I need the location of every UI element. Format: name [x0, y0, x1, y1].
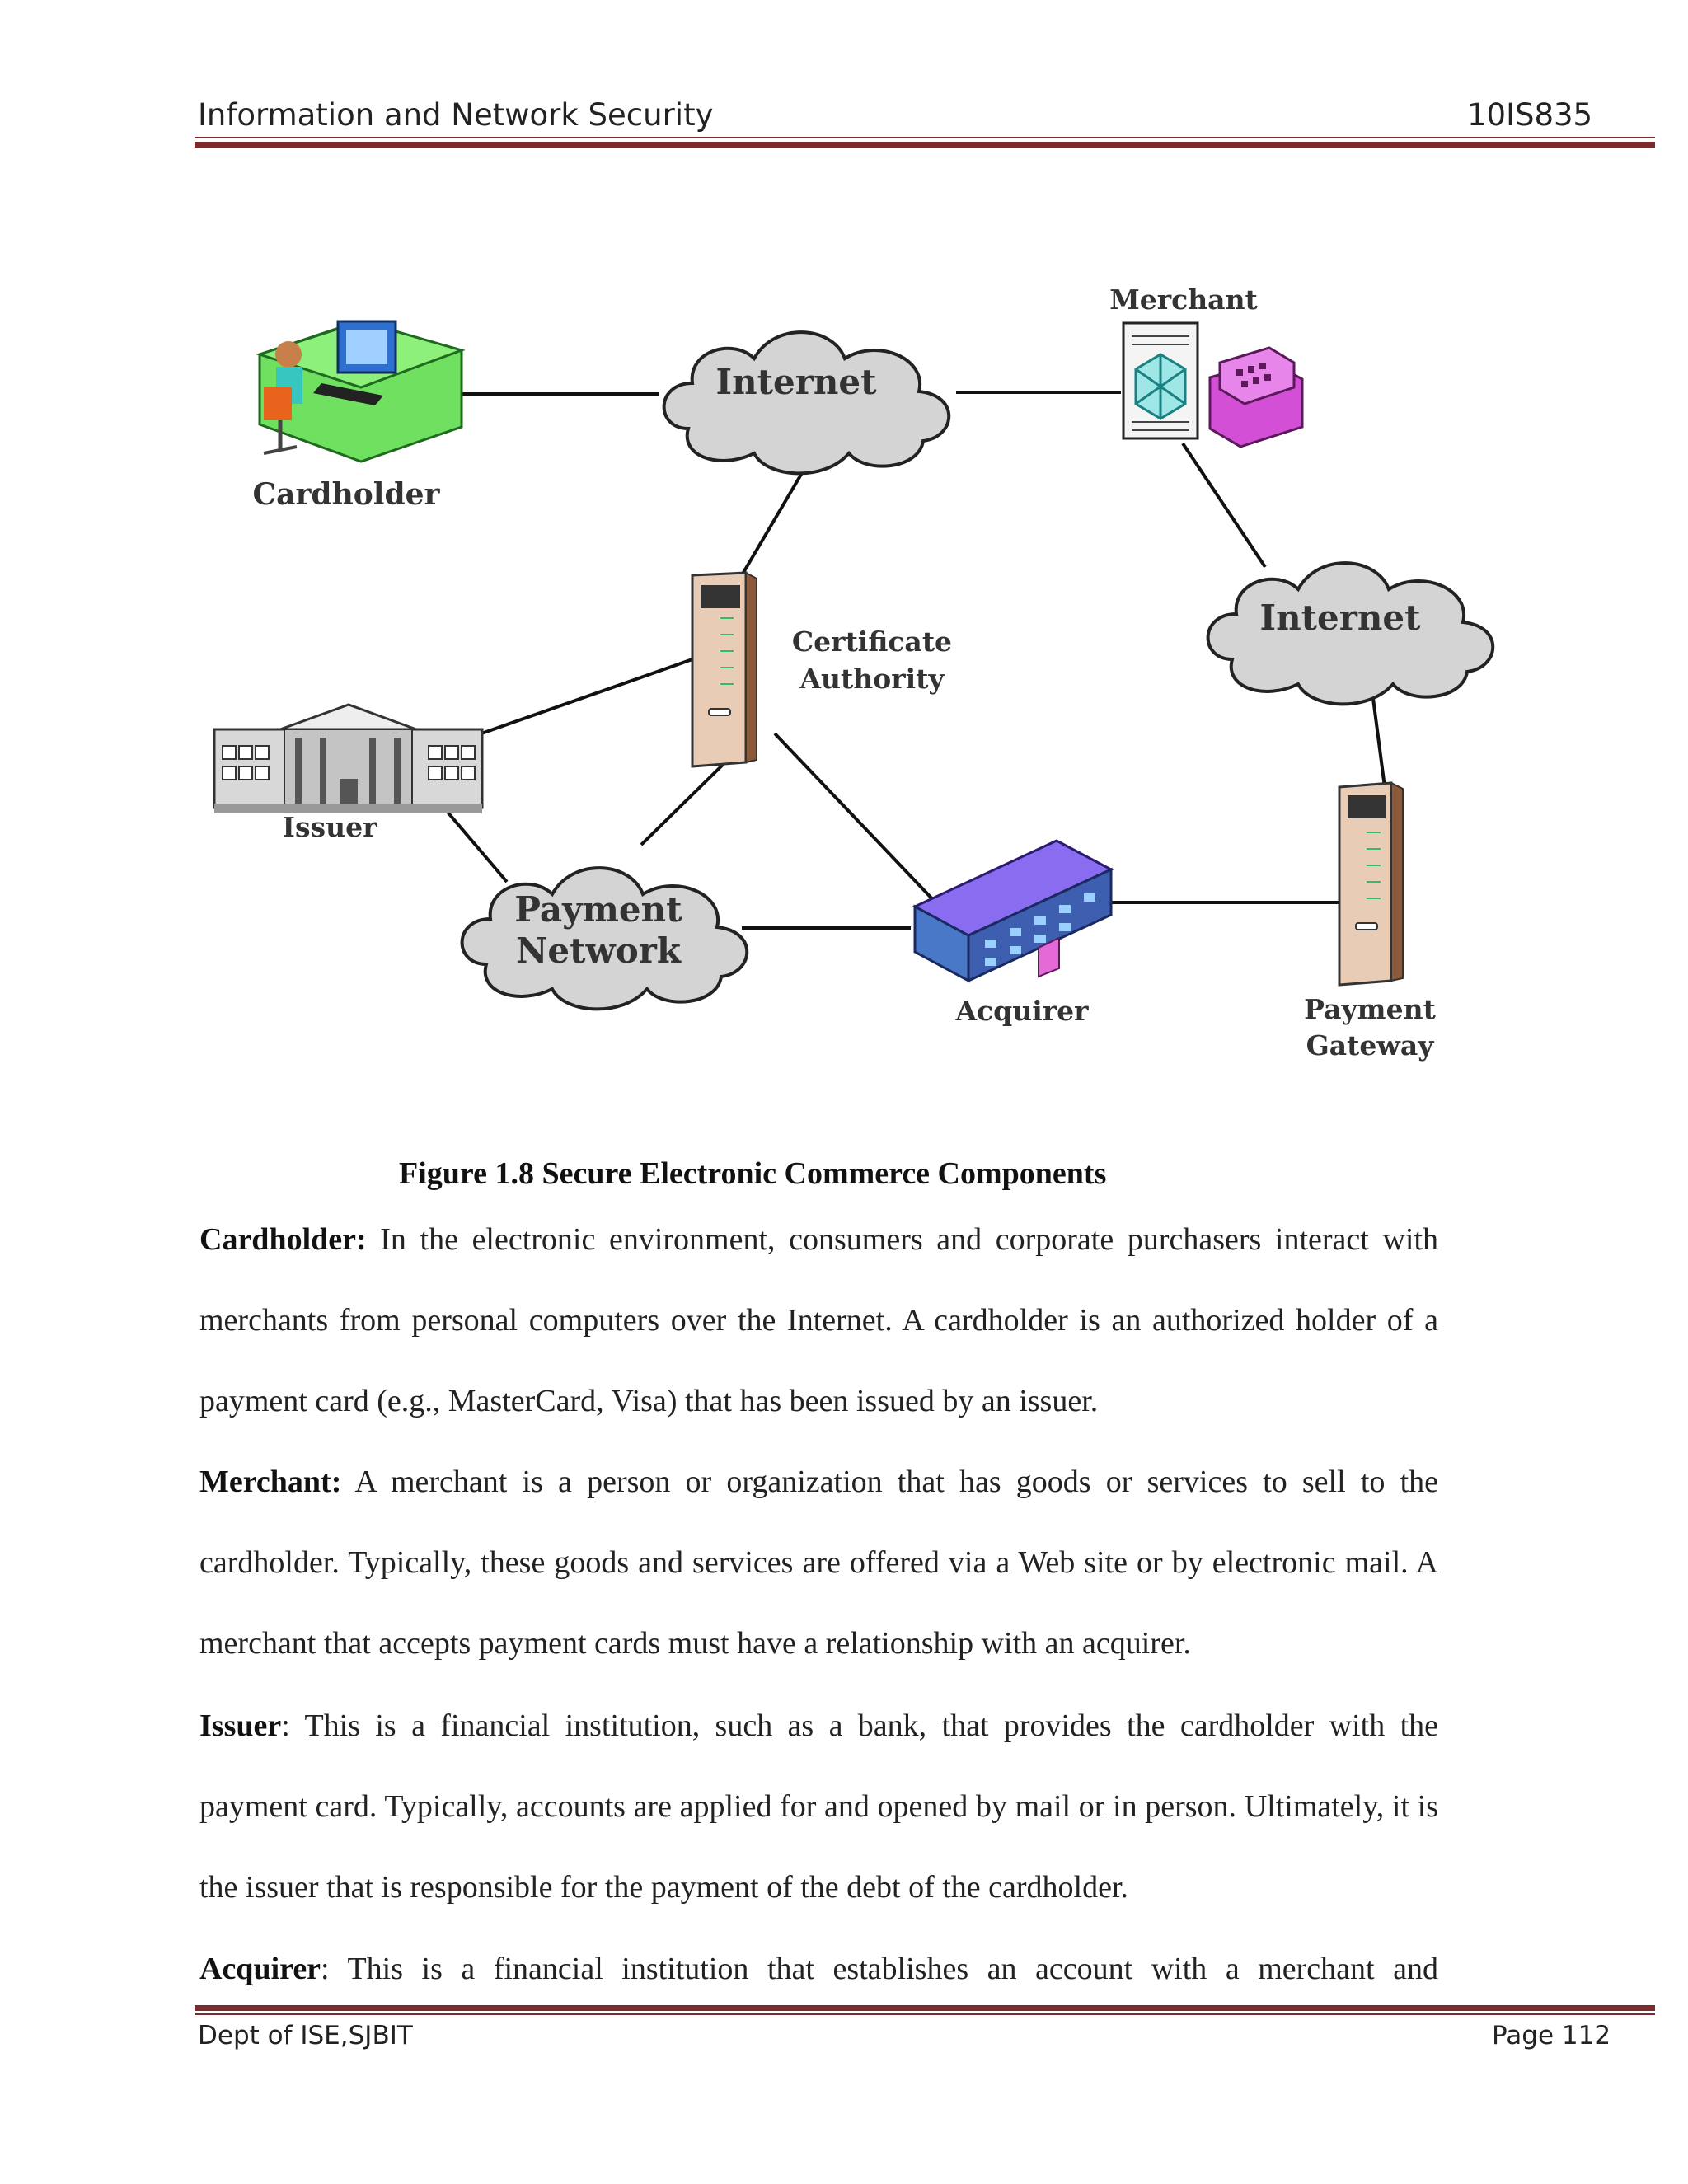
payment-gateway-server-icon	[1338, 781, 1404, 987]
issuer-label: Issuer	[283, 811, 378, 843]
cloud-icon	[1206, 561, 1495, 706]
footer-department: Dept of ISE,SJBIT	[198, 2021, 413, 2050]
paragraph-merchant: Merchant: A merchant is a person or orga…	[199, 1441, 1438, 1684]
text-acquirer: : This is a financial institution that e…	[321, 1952, 1438, 1986]
footer-rule-thick	[195, 2005, 1655, 2011]
term-issuer: Issuer	[199, 1708, 282, 1743]
figure-caption: Figure 1.8 Secure Electronic Commerce Co…	[399, 1156, 1107, 1191]
payment-gateway-label-2: Gateway	[1306, 1029, 1435, 1062]
cardholder-label: Cardholder	[252, 477, 440, 512]
header-rule-thin	[195, 137, 1655, 138]
internet-right-label: Internet	[1259, 598, 1421, 638]
cardholder-workstation-icon	[256, 320, 466, 463]
header-rule-thick	[195, 142, 1655, 148]
footer-rule-thin	[195, 2013, 1655, 2015]
paragraph-cardholder: Cardholder: In the electronic environmen…	[199, 1199, 1438, 1441]
term-acquirer: Acquirer	[199, 1952, 321, 1986]
footer-page-number: Page 112	[1492, 2021, 1611, 2050]
secure-ecommerce-diagram: Internet Internet Payment Network Cardho…	[213, 284, 1495, 1062]
certificate-authority-label-2: Authority	[799, 663, 945, 695]
acquirer-building-icon	[912, 839, 1114, 983]
text-merchant: A merchant is a person or organization t…	[199, 1465, 1438, 1661]
header-title: Information and Network Security	[198, 97, 714, 133]
merchant-label: Merchant	[1109, 284, 1258, 316]
text-issuer: : This is a financial institution, such …	[199, 1708, 1438, 1905]
text-cardholder: In the electronic environment, consumers…	[199, 1222, 1438, 1418]
cloud-icon	[662, 330, 951, 476]
certificate-authority-label-1: Certificate	[792, 626, 952, 658]
payment-network-label-2: Network	[516, 930, 682, 971]
acquirer-label: Acquirer	[954, 995, 1089, 1027]
paragraph-acquirer: Acquirer: This is a financial institutio…	[199, 1929, 1438, 2009]
cloud-icon	[460, 866, 749, 1011]
paragraph-issuer: Issuer: This is a financial institution,…	[199, 1685, 1438, 1928]
header-course-code: 10IS835	[1467, 97, 1593, 133]
term-cardholder: Cardholder:	[199, 1222, 367, 1257]
payment-network-label-1: Payment	[514, 889, 682, 930]
issuer-bank-icon	[213, 703, 484, 813]
payment-gateway-label-1: Payment	[1304, 993, 1436, 1025]
term-merchant: Merchant:	[199, 1465, 342, 1499]
certificate-authority-server-icon	[691, 571, 757, 768]
internet-left-label: Internet	[715, 362, 877, 402]
merchant-storefront-icon	[1122, 321, 1304, 448]
